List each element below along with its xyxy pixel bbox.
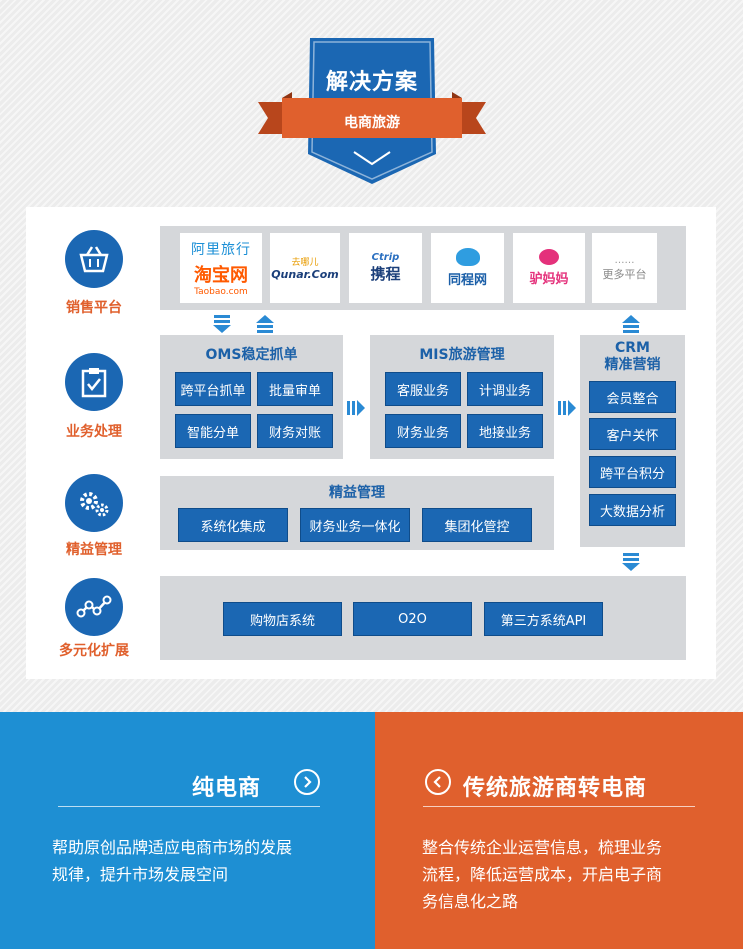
oms-item-reconciliation[interactable]: 财务对账 [257, 414, 333, 448]
logo-ctrip-text: 携程 [370, 265, 401, 283]
logo-qunar-text: Qunar.Com [271, 268, 339, 281]
card-right-divider [423, 806, 695, 807]
arrow-up-icon [622, 315, 640, 333]
shopping-basket-icon [65, 230, 123, 288]
logo-qunar-cn: 去哪儿 [291, 258, 319, 268]
logo-alitrip-taobao: 阿里旅行 淘宝网 Taobao.com [180, 233, 262, 303]
expansion-item-o2o[interactable]: O2O [353, 602, 472, 636]
crm-item-points[interactable]: 跨平台积分 [589, 456, 676, 488]
solution-subtitle: 电商旅游 [344, 115, 400, 131]
card-traditional-travel: 传统旅游商转电商 整合传统企业运营信息，梳理业务 流程，降低运营成本，开启电子商… [375, 712, 743, 949]
card-left-text-2: 规律，提升市场发展空间 [52, 865, 229, 884]
logo-lvmama-text: 驴妈妈 [529, 272, 569, 287]
gears-icon [65, 474, 123, 532]
lean-item-finance-integration[interactable]: 财务业务一体化 [300, 508, 410, 542]
expansion-item-third-party-api[interactable]: 第三方系统API [484, 602, 603, 636]
crm-item-member-integration[interactable]: 会员整合 [589, 381, 676, 413]
side-label-expansion: 多元化扩展 [59, 643, 129, 659]
logo-qunar: 去哪儿 Qunar.Com [270, 233, 340, 303]
logo-more-platforms[interactable]: …… 更多平台 [592, 233, 657, 303]
logo-taobao-text: 淘宝网 [194, 265, 248, 286]
side-label-business: 业务处理 [66, 424, 122, 440]
logo-ctrip: Ctrip 携程 [349, 233, 422, 303]
more-dots: …… [614, 254, 635, 266]
card-right-text-2: 流程，降低运营成本，开启电子商 [422, 865, 663, 884]
network-nodes-icon [65, 578, 123, 636]
card-pure-ecommerce: 纯电商 帮助原创品牌适应电商市场的发展 规律，提升市场发展空间 [0, 712, 375, 949]
card-right-text-3: 务信息化之路 [422, 892, 519, 911]
arrow-down-icon [213, 315, 231, 333]
card-left-text-1: 帮助原创品牌适应电商市场的发展 [52, 838, 293, 857]
oms-item-smart-split[interactable]: 智能分单 [175, 414, 251, 448]
chevron-right-icon[interactable] [294, 769, 320, 795]
lean-item-group-control[interactable]: 集团化管控 [422, 508, 532, 542]
crm-item-customer-care[interactable]: 客户关怀 [589, 418, 676, 450]
lean-item-system-integration[interactable]: 系统化集成 [178, 508, 288, 542]
side-label-lean: 精益管理 [66, 542, 122, 558]
mis-item-scheduling[interactable]: 计调业务 [467, 372, 543, 406]
mis-item-finance[interactable]: 财务业务 [385, 414, 461, 448]
mis-item-customer-service[interactable]: 客服业务 [385, 372, 461, 406]
card-left-title: 纯电商 [192, 776, 262, 801]
logo-tongcheng-text: 同程网 [447, 273, 487, 288]
logo-lvmama: 驴妈妈 [513, 233, 585, 303]
expansion-item-shop-system[interactable]: 购物店系统 [223, 602, 342, 636]
side-label-sales: 销售平台 [66, 300, 122, 316]
lvmama-donkey-icon [539, 249, 559, 265]
crm-title-cn: 精准营销 [604, 357, 661, 373]
logo-alitrip-text: 阿里旅行 [191, 242, 251, 258]
logo-taobao-url: Taobao.com [194, 287, 248, 297]
oms-item-batch-review[interactable]: 批量审单 [257, 372, 333, 406]
crm-item-big-data[interactable]: 大数据分析 [589, 494, 676, 526]
mis-title: MIS旅游管理 [419, 347, 505, 363]
arrow-right-icon [558, 400, 576, 416]
oms-title: OMS稳定抓单 [205, 347, 298, 363]
arrow-down-icon [622, 553, 640, 571]
card-left-divider [58, 806, 320, 807]
card-right-text-1: 整合传统企业运营信息，梳理业务 [422, 838, 663, 857]
solution-title: 解决方案 [325, 70, 418, 95]
logo-ctrip-en: Ctrip [371, 252, 400, 263]
lean-management-title: 精益管理 [329, 485, 385, 501]
oms-item-cross-platform[interactable]: 跨平台抓单 [175, 372, 251, 406]
solution-badge: 解决方案 电商旅游 [258, 36, 486, 186]
arrow-right-icon [347, 400, 365, 416]
card-right-title: 传统旅游商转电商 [463, 776, 648, 801]
chevron-left-icon[interactable] [425, 769, 451, 795]
arrow-up-icon [256, 315, 274, 333]
more-platforms-text: 更多平台 [602, 267, 647, 281]
tongcheng-fish-icon [455, 248, 480, 266]
logo-tongcheng: 同程网 [431, 233, 504, 303]
clipboard-check-icon [65, 353, 123, 411]
mis-item-local-reception[interactable]: 地接业务 [467, 414, 543, 448]
crm-title-en: CRM [615, 340, 650, 356]
